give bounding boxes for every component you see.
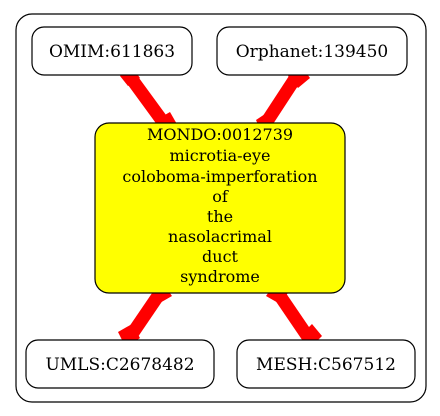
node-mesh-label: MESH:C567512 xyxy=(256,355,396,375)
node-mondo-line-5: the xyxy=(207,207,233,226)
node-mondo-line-1: MONDO:0012739 xyxy=(147,125,293,144)
node-umls: UMLS:C2678482 xyxy=(25,339,215,389)
node-orphanet-label: Orphanet:139450 xyxy=(236,42,389,62)
node-mondo-box xyxy=(94,122,346,294)
node-umls-label: UMLS:C2678482 xyxy=(45,355,194,375)
node-mesh: MESH:C567512 xyxy=(236,339,416,389)
node-mondo-line-2: microtia-eye xyxy=(170,146,271,165)
node-omim: OMIM:611863 xyxy=(31,26,193,76)
node-mondo-line-3: coloboma-imperforation xyxy=(122,167,317,186)
node-mondo-line-4: of xyxy=(212,187,229,206)
node-omim-label: OMIM:611863 xyxy=(49,42,175,62)
node-mondo-line-7: duct xyxy=(202,247,239,266)
node-mondo-line-8: syndrome xyxy=(180,267,260,286)
node-mondo-line-6: nasolacrimal xyxy=(168,227,272,246)
node-orphanet: Orphanet:139450 xyxy=(216,26,408,76)
node-mondo: MONDO:0012739 microtia-eye coloboma-impe… xyxy=(94,122,346,294)
